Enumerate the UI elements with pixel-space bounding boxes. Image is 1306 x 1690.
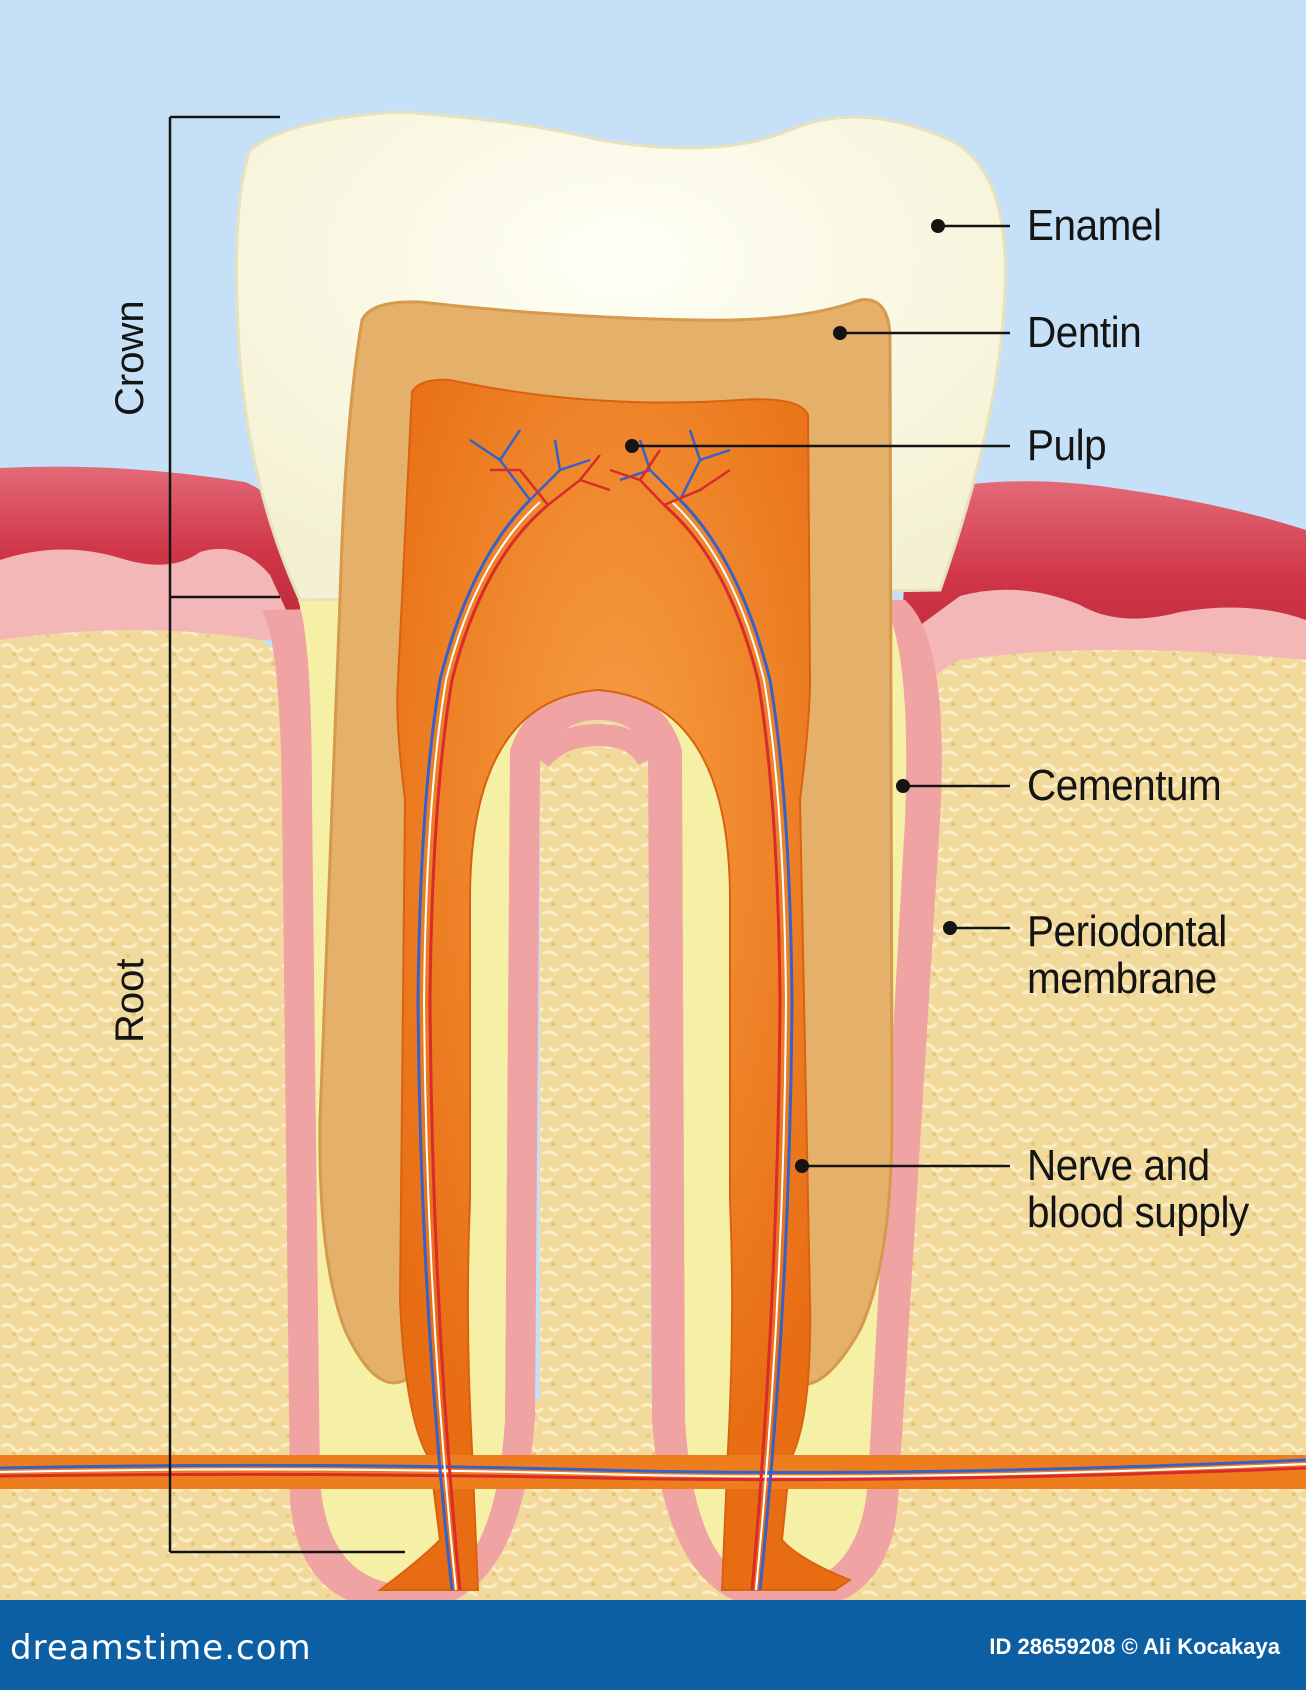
pulp-vessels bbox=[469, 429, 731, 507]
brand-watermark: dreamstime.com bbox=[10, 1628, 312, 1668]
bone-right bbox=[905, 650, 1306, 1600]
nerve-label-line2: blood supply bbox=[1027, 1188, 1249, 1237]
crown-label: Crown bbox=[108, 300, 152, 416]
pulp-label: Pulp bbox=[1027, 421, 1107, 470]
cementum-label: Cementum bbox=[1027, 761, 1222, 810]
pulp-chamber bbox=[377, 378, 853, 1591]
footer-bar bbox=[0, 1600, 1306, 1690]
dentin-label: Dentin bbox=[1027, 308, 1142, 357]
nerve-label-line1: Nerve and bbox=[1027, 1141, 1210, 1190]
periodontal-label-line2: membrane bbox=[1027, 954, 1217, 1003]
crown-root-bracket bbox=[168, 115, 405, 1554]
leader-lines bbox=[632, 224, 1010, 1168]
periodontal-label-line1: Periodontal bbox=[1027, 907, 1227, 956]
leader-dots bbox=[625, 219, 957, 1173]
bone-left bbox=[0, 630, 300, 1600]
enamel-label: Enamel bbox=[1027, 201, 1162, 250]
image-credit: ID 28659208 © Ali Kocakaya bbox=[989, 1634, 1280, 1659]
root-label: Root bbox=[108, 958, 152, 1044]
